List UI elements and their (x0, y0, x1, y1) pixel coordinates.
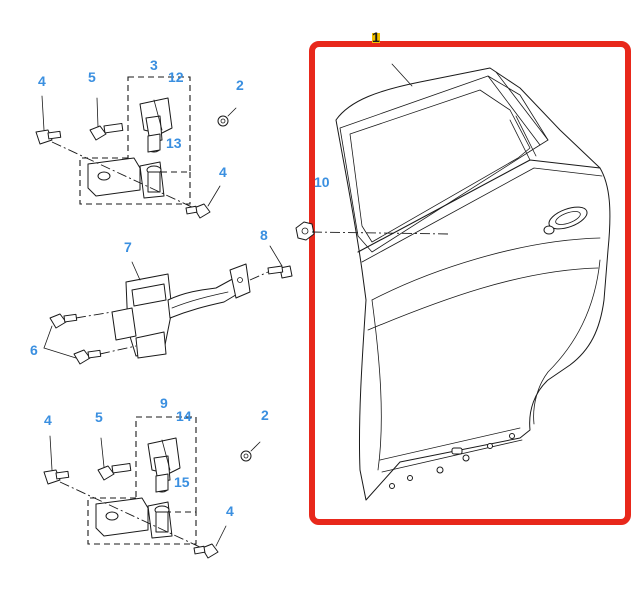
bolt-5-top (89, 97, 124, 141)
callout-5-bottom: 5 (95, 409, 103, 425)
callout-2-top: 2 (236, 77, 244, 93)
callout-13: 13 (166, 135, 182, 151)
callout-2-bottom: 2 (261, 407, 269, 423)
bolt-6-upper (49, 313, 78, 329)
hinge-box-3 (127, 76, 191, 173)
rear-door-panel (335, 63, 611, 501)
callout-3: 3 (150, 57, 158, 73)
door-bolt-10 (295, 221, 315, 241)
callout-7: 7 (124, 239, 132, 255)
callout-5-top: 5 (88, 69, 96, 85)
callout-12: 12 (168, 69, 184, 85)
upper-hinge-half-bottom (147, 437, 181, 493)
callout-14: 14 (176, 408, 192, 424)
bolt-4-bottom-right (193, 525, 227, 559)
hinge-assembly-outline-bottom (87, 497, 197, 545)
callout-4-bottom-right: 4 (226, 503, 234, 519)
nut-2-bottom (240, 441, 261, 462)
callout-4-bottom-left: 4 (44, 412, 52, 428)
door-bottom-holes (389, 433, 515, 489)
callout-8: 8 (260, 227, 268, 243)
upper-hinge-half-top (139, 97, 173, 153)
callout-4-top-left: 4 (38, 73, 46, 89)
bolt-4-top-right (185, 185, 221, 219)
door-check-strap (111, 261, 251, 359)
door-highlight-frame (309, 41, 631, 525)
callout-1-tag (372, 33, 380, 43)
bolt-6-lower (73, 349, 102, 365)
callout-4-top-right: 4 (219, 164, 227, 180)
callout-1: 1 (372, 29, 380, 45)
callout-10: 10 (314, 174, 330, 190)
bolt-4-top-left (35, 95, 62, 145)
callout-15: 15 (174, 474, 190, 490)
lower-hinge-half-top (87, 157, 165, 199)
lower-hinge-half-bottom (95, 497, 173, 539)
callout-6: 6 (30, 342, 38, 358)
hinge-assembly-outline-top (79, 157, 191, 205)
nut-2-top (217, 107, 237, 127)
bolt-8 (267, 245, 293, 279)
door-handle (543, 206, 588, 235)
bolt-5-bottom (97, 437, 132, 481)
bolt-4-bottom-left (43, 435, 70, 485)
callout-9: 9 (160, 395, 168, 411)
